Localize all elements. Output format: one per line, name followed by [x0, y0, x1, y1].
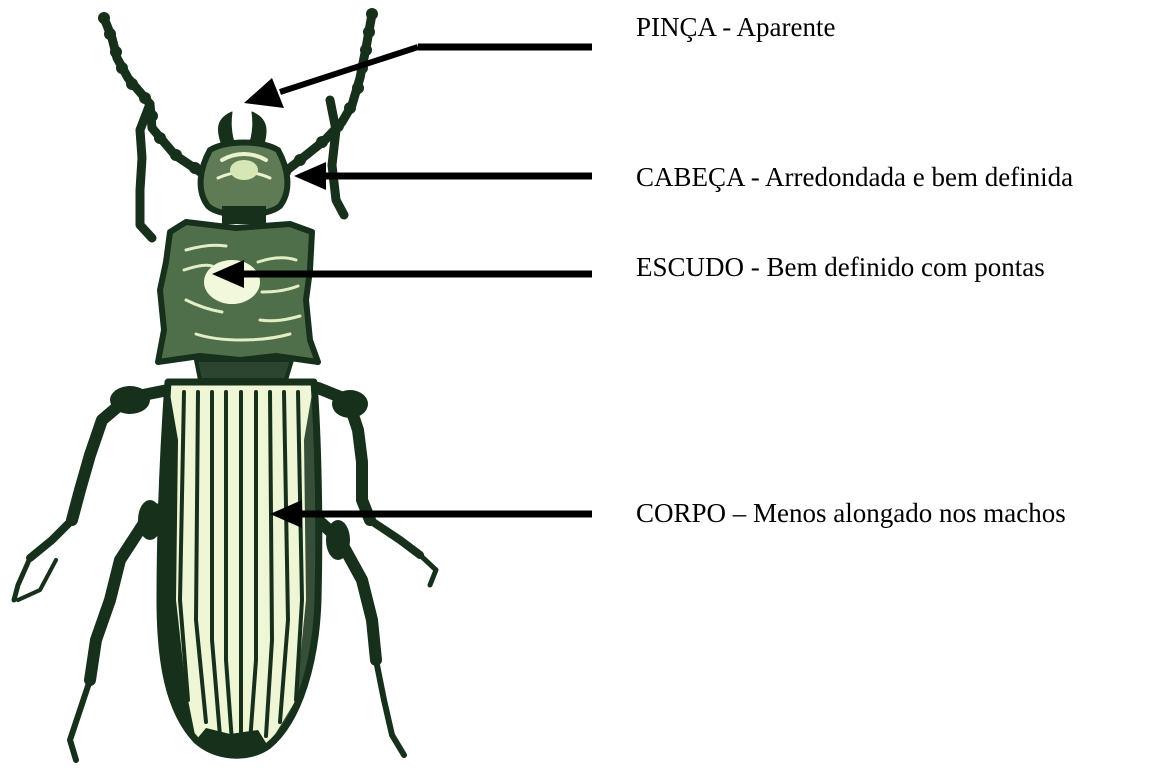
label-pinca-part: PINÇA	[636, 12, 716, 42]
label-escudo-sep: -	[744, 252, 767, 282]
antenna-left-segments	[98, 12, 201, 174]
arrow-pinca-diagonal	[280, 47, 418, 92]
label-corpo-desc: Menos alongado nos machos	[753, 498, 1066, 528]
label-corpo-sep: –	[726, 498, 753, 528]
label-pinca-desc: Aparente	[737, 12, 836, 42]
label-corpo-part: CORPO	[636, 498, 726, 528]
label-pinca-sep: -	[716, 12, 737, 42]
label-escudo-part: ESCUDO	[636, 252, 744, 282]
label-cabeca-desc: Arredondada e bem definida	[765, 162, 1073, 192]
antenna-right-segments	[279, 8, 378, 178]
beetle-icon	[14, 8, 436, 760]
label-pinca: PINÇA - Aparente	[636, 14, 836, 41]
label-cabeca-part: CABEÇA	[636, 162, 744, 192]
arrow-pinca-head	[244, 78, 284, 108]
label-cabeca: CABEÇA - Arredondada e bem definida	[636, 164, 1073, 191]
label-cabeca-sep: -	[744, 162, 765, 192]
label-corpo: CORPO – Menos alongado nos machos	[636, 500, 1066, 527]
label-escudo-desc: Bem definido com pontas	[767, 252, 1045, 282]
antenna-left	[104, 18, 215, 182]
label-escudo: ESCUDO - Bem definido com pontas	[636, 254, 1045, 281]
antenna-right	[272, 14, 372, 182]
